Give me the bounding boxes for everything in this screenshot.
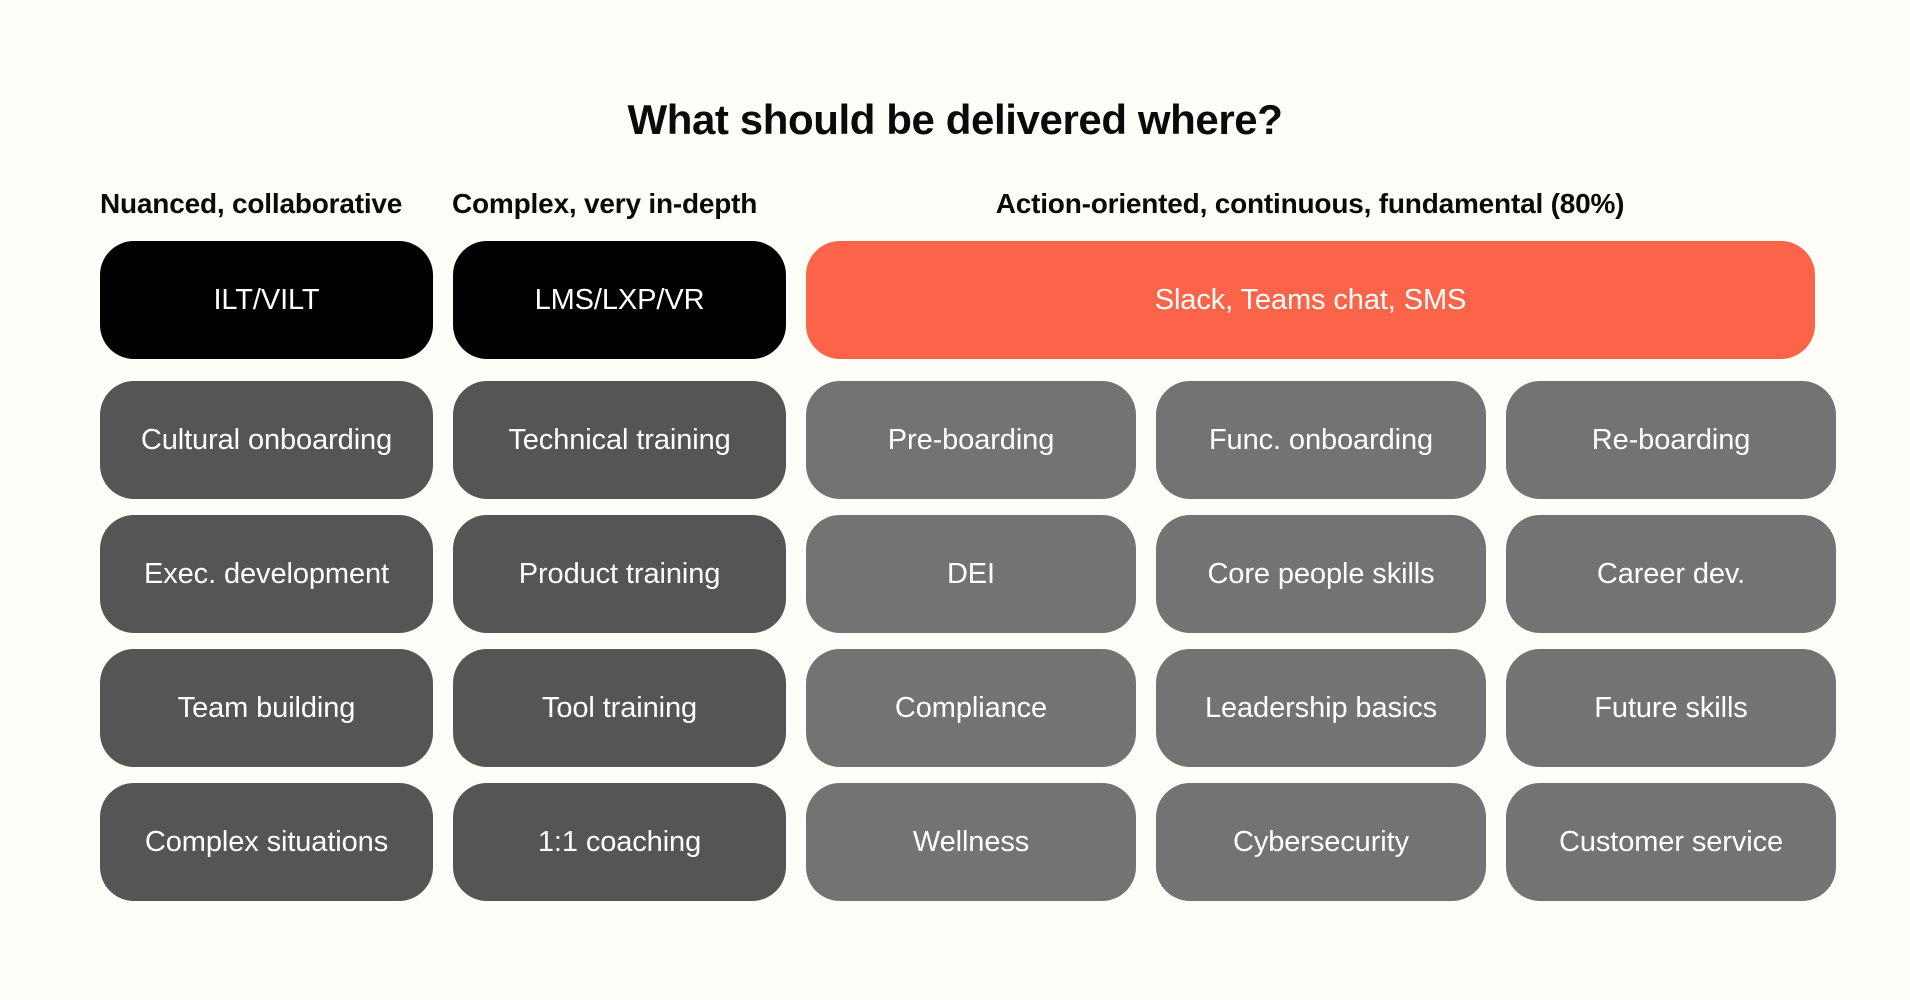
channel-pill-lms-lxp-vr[interactable]: LMS/LXP/VR [453, 241, 786, 359]
topic-row: Complex situations 1:1 coaching Wellness… [100, 783, 1836, 901]
topic-pill-wellness[interactable]: Wellness [806, 783, 1136, 901]
column-group-label-complex: Complex, very in-depth [452, 188, 758, 219]
topic-pill-future-skills[interactable]: Future skills [1506, 649, 1836, 767]
topic-pill-core-people-skills[interactable]: Core people skills [1156, 515, 1486, 633]
topic-row: Cultural onboarding Technical training P… [100, 381, 1836, 499]
topic-pill-career-dev[interactable]: Career dev. [1506, 515, 1836, 633]
column-group-label-nuanced: Nuanced, collaborative [100, 188, 403, 219]
channel-pill-slack-teams-sms[interactable]: Slack, Teams chat, SMS [806, 241, 1815, 359]
topic-row: Team building Tool training Compliance L… [100, 649, 1836, 767]
topic-pill-complex-situations[interactable]: Complex situations [100, 783, 433, 901]
topic-pill-leadership-basics[interactable]: Leadership basics [1156, 649, 1486, 767]
page-title: What should be delivered where? [627, 96, 1283, 143]
topic-pill-exec-development[interactable]: Exec. development [100, 515, 433, 633]
topic-pill-tool-training[interactable]: Tool training [453, 649, 786, 767]
topic-pill-one-on-one-coaching[interactable]: 1:1 coaching [453, 783, 786, 901]
topic-pill-re-boarding[interactable]: Re-boarding [1506, 381, 1836, 499]
topic-row: Exec. development Product training DEI C… [100, 515, 1836, 633]
topic-pill-customer-service[interactable]: Customer service [1506, 783, 1836, 901]
delivery-matrix: ILT/VILT LMS/LXP/VR Slack, Teams chat, S… [100, 241, 1836, 917]
channel-pill-ilt-vilt[interactable]: ILT/VILT [100, 241, 433, 359]
topic-pill-product-training[interactable]: Product training [453, 515, 786, 633]
topic-pill-team-building[interactable]: Team building [100, 649, 433, 767]
column-group-label-action: Action-oriented, continuous, fundamental… [995, 188, 1625, 219]
topic-pill-dei[interactable]: DEI [806, 515, 1136, 633]
channel-row: ILT/VILT LMS/LXP/VR Slack, Teams chat, S… [100, 241, 1815, 359]
topic-pill-technical-training[interactable]: Technical training [453, 381, 786, 499]
topic-pill-cybersecurity[interactable]: Cybersecurity [1156, 783, 1486, 901]
topic-pill-compliance[interactable]: Compliance [806, 649, 1136, 767]
topic-pill-func-onboarding[interactable]: Func. onboarding [1156, 381, 1486, 499]
topic-pill-cultural-onboarding[interactable]: Cultural onboarding [100, 381, 433, 499]
column-group-header-row: Nuanced, collaborative Complex, very in-… [100, 188, 1815, 224]
topic-pill-pre-boarding[interactable]: Pre-boarding [806, 381, 1136, 499]
